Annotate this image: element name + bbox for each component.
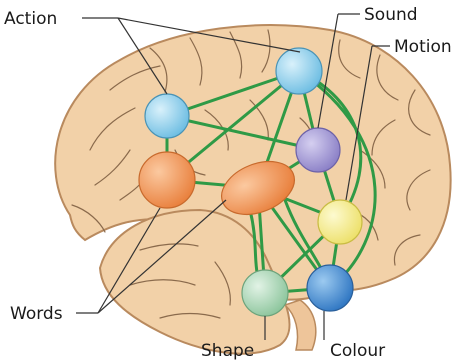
colour-node — [307, 265, 353, 311]
label-motion: Motion — [394, 37, 452, 57]
label-colour: Colour — [330, 341, 385, 361]
label-sound: Sound — [364, 5, 418, 25]
sound-node — [276, 48, 322, 94]
yellow-node — [318, 200, 362, 244]
label-words: Words — [10, 304, 63, 324]
label-action: Action — [4, 9, 57, 29]
shape-node — [242, 270, 288, 316]
label-shape: Shape — [201, 341, 254, 361]
action-node — [145, 94, 189, 138]
words-node-round — [139, 152, 195, 208]
motion-node — [296, 128, 340, 172]
